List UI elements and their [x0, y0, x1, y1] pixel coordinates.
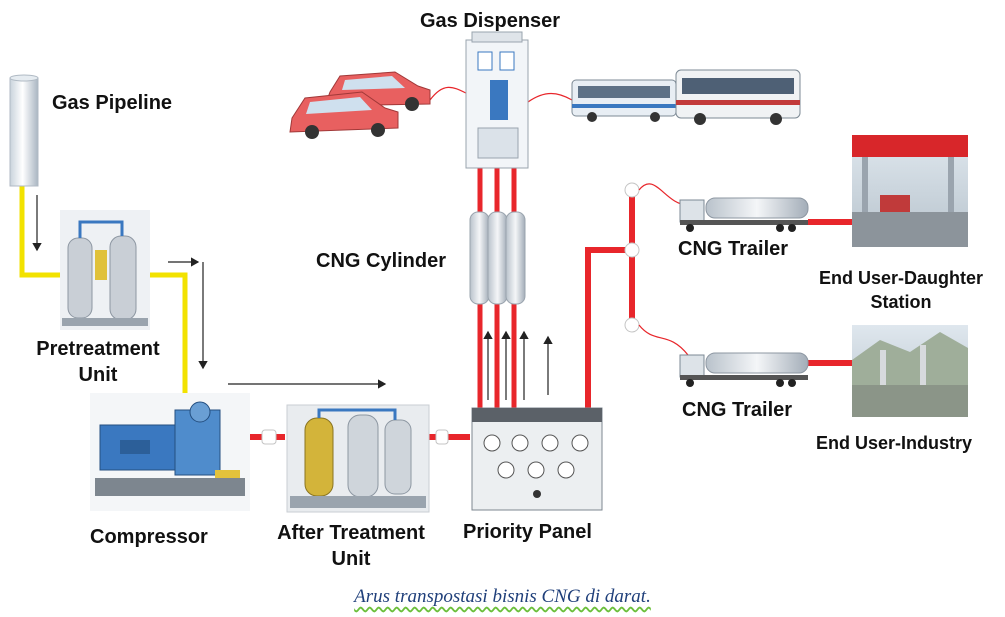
gas-pipeline-image: [9, 74, 39, 187]
label-gas-dispenser: Gas Dispenser: [420, 10, 561, 32]
thin-hoses: [429, 86, 689, 356]
red-pipes: [248, 168, 852, 440]
label-end-user-daughter-station: End User-Daughter Station: [806, 266, 996, 314]
label-pretreatment-line1: Pretreatment: [36, 338, 160, 360]
cng-trailer-top-image: [679, 197, 809, 232]
daughter-station-image: [852, 135, 968, 247]
flow-arrows: [32, 195, 553, 400]
label-after-treatment-unit: After Treatment Unit: [262, 520, 440, 572]
cng-cylinder-image: [469, 211, 526, 305]
label-cng-trailer-top: CNG Trailer: [678, 238, 789, 260]
compressor-image: [90, 393, 250, 511]
pipe-joints: [261, 182, 640, 445]
figure-caption-text: Arus transpostasi bisnis CNG di darat.: [354, 586, 651, 607]
industry-image: [852, 325, 968, 417]
label-after-treatment-line1: After Treatment: [277, 522, 425, 544]
label-end-user-industry: End User-Industry: [816, 433, 973, 453]
cng-trailer-bottom-image: [679, 352, 809, 387]
label-cng-trailer-bottom: CNG Trailer: [682, 399, 793, 421]
bus-right-image: [675, 69, 801, 125]
priority-panel-image: [471, 407, 603, 511]
pretreatment-unit-image: [60, 210, 150, 330]
label-end-user-daughter-line2: Station: [870, 292, 932, 312]
yellow-gas-line: [19, 185, 188, 395]
figure-caption: Arus transpostasi bisnis CNG di darat.: [0, 586, 1005, 608]
label-end-user-daughter-line1: End User-Daughter: [818, 268, 984, 288]
label-gas-pipeline: Gas Pipeline: [52, 92, 173, 114]
label-after-treatment-line2: Unit: [331, 548, 371, 570]
label-cng-cylinder: CNG Cylinder: [316, 250, 447, 272]
label-compressor: Compressor: [90, 526, 208, 548]
taxi-bottom-image: [289, 91, 399, 139]
label-pretreatment-unit: Pretreatment Unit: [20, 336, 176, 388]
bus-left-image: [571, 79, 677, 122]
after-treatment-unit-image: [286, 404, 430, 513]
label-priority-panel: Priority Panel: [463, 521, 592, 543]
label-pretreatment-line2: Unit: [78, 364, 118, 386]
gas-dispenser-image: [465, 31, 529, 169]
